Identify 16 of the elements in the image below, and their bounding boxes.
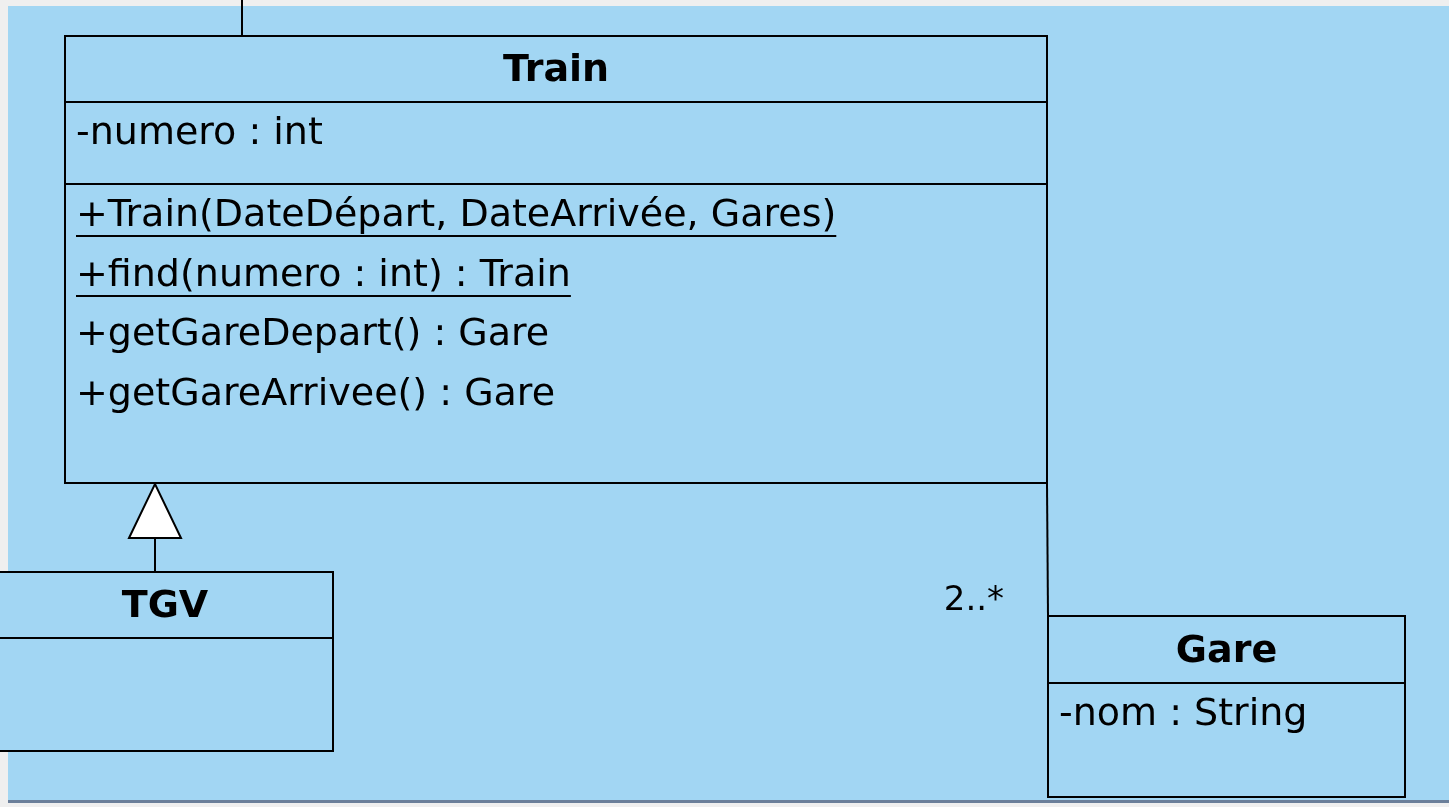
class-name: TGV bbox=[120, 582, 210, 628]
association-line bbox=[1046, 483, 1049, 616]
method-text: +find(numero : int) : Train bbox=[76, 250, 571, 297]
class-name: Train bbox=[501, 46, 611, 92]
generalization-arrow bbox=[128, 483, 182, 572]
class-box bbox=[0, 571, 334, 752]
class-box bbox=[1047, 615, 1406, 798]
class-box bbox=[64, 35, 1048, 484]
method-text: +getGareArrivee() : Gare bbox=[76, 369, 556, 416]
method-text: +Train(DateDépart, DateArrivée, Gares) bbox=[76, 191, 837, 237]
association-line bbox=[241, 0, 243, 36]
method-text: +getGareDepart() : Gare bbox=[76, 310, 550, 356]
attribute-text: -nom : String bbox=[1059, 690, 1308, 736]
attribute-text: -numero : int bbox=[76, 109, 323, 155]
class-name: Gare bbox=[1174, 626, 1279, 673]
multiplicity-label: 2..* bbox=[943, 578, 1004, 618]
